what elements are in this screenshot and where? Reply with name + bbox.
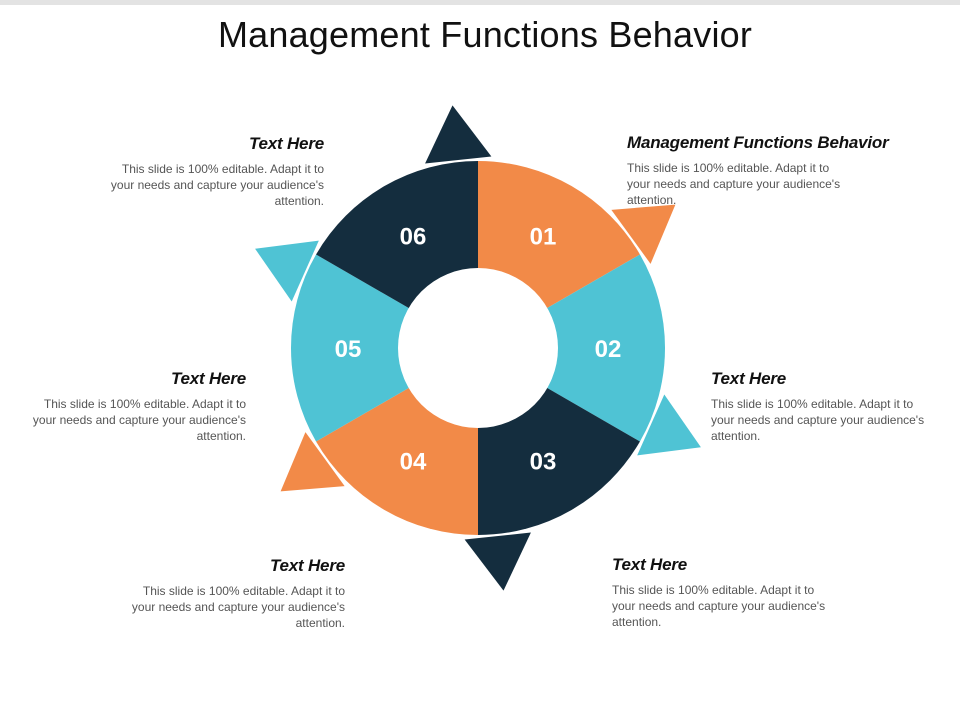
segment-number-04: 04 [400,449,427,476]
pointer-arrow-06 [425,105,492,164]
text-block-04: Text Here This slide is 100% editable. A… [105,556,345,631]
text-block-06: Text Here This slide is 100% editable. A… [84,134,324,209]
text-block-05: Text Here This slide is 100% editable. A… [6,369,246,444]
segment-number-02: 02 [595,336,622,363]
block-heading: Text Here [612,555,688,574]
segment-number-03: 03 [530,449,557,476]
block-body: This slide is 100% editable. Adapt it to… [627,161,841,207]
wheel-segment-02 [478,254,666,442]
slide-title: Management Functions Behavior [217,14,753,55]
pointer-arrow-01 [611,204,676,264]
text-block-01: Management Functions Behavior This slide… [627,133,889,208]
block-body: This slide is 100% editable. Adapt it to… [711,397,925,443]
block-heading: Text Here [269,556,345,575]
pointer-arrow-03 [464,532,531,591]
block-body: This slide is 100% editable. Adapt it to… [131,584,345,630]
top-border [0,0,960,5]
block-heading: Text Here [248,134,324,153]
block-heading: Text Here [170,369,246,388]
segment-number-06: 06 [400,223,427,250]
text-block-03: Text Here This slide is 100% editable. A… [612,555,852,630]
segment-number-05: 05 [335,336,362,363]
block-body: This slide is 100% editable. Adapt it to… [110,162,324,208]
wheel-segment-05 [290,254,478,442]
block-body: This slide is 100% editable. Adapt it to… [32,397,246,443]
block-body: This slide is 100% editable. Adapt it to… [612,583,826,629]
block-heading: Management Functions Behavior [627,133,889,152]
block-heading: Text Here [711,369,787,388]
pointer-arrow-02 [637,394,701,456]
text-block-02: Text Here This slide is 100% editable. A… [711,369,951,444]
wheel-center-hole [398,268,558,428]
pointer-arrow-05 [255,240,319,302]
pointer-arrow-04 [280,432,345,492]
segment-number-01: 01 [530,223,557,250]
